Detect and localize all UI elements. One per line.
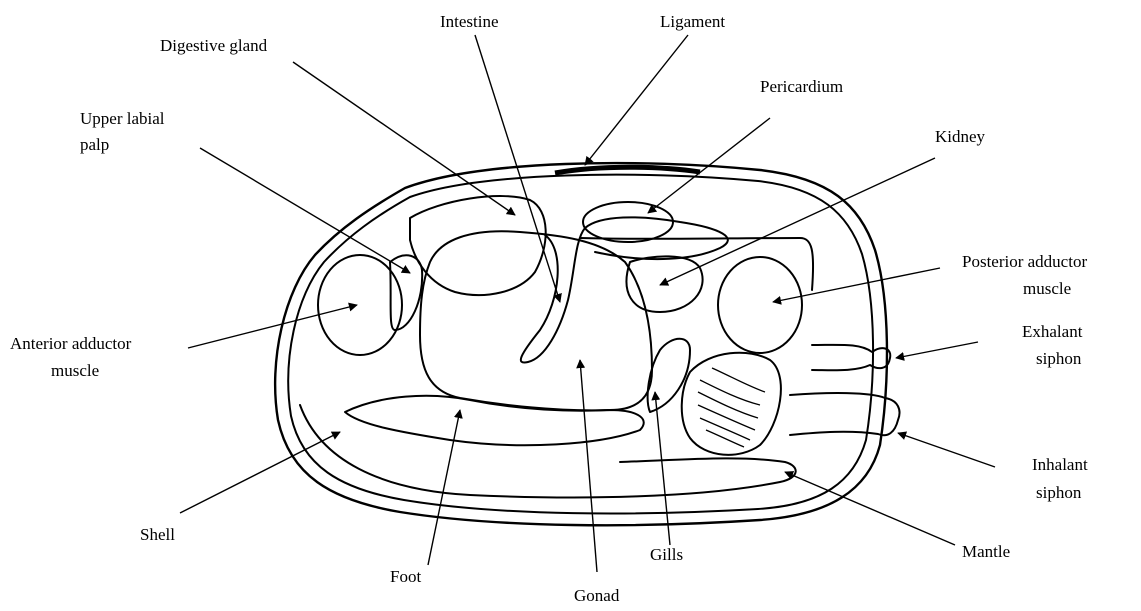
label-pericardium: Pericardium <box>760 77 843 96</box>
label-posterior-adductor-line2: muscle <box>1023 279 1071 298</box>
exhalant-siphon-shape <box>812 345 890 370</box>
label-intestine: Intestine <box>440 12 499 31</box>
label-anterior-adductor-line2: muscle <box>51 361 99 380</box>
ligament-band <box>555 167 700 173</box>
label-inhalant-line2: siphon <box>1036 483 1082 502</box>
upper-labial-palp-shape <box>390 255 422 330</box>
label-digestive-gland: Digestive gland <box>160 36 268 55</box>
label-foot: Foot <box>390 567 421 586</box>
label-ligament: Ligament <box>660 12 725 31</box>
label-exhalant-line2: siphon <box>1036 349 1082 368</box>
label-gills: Gills <box>650 545 683 564</box>
label-upper-labial-line1: Upper labial <box>80 109 165 128</box>
gills-fan <box>682 353 781 455</box>
visceral-mass <box>420 231 652 410</box>
gill-lamellae <box>698 368 765 447</box>
label-posterior-adductor-line1: Posterior adductor <box>962 252 1087 271</box>
label-exhalant-line1: Exhalant <box>1022 322 1083 341</box>
label-upper-labial-line2: palp <box>80 135 109 154</box>
posterior-adductor-shape <box>718 257 802 353</box>
label-gonad: Gonad <box>574 586 620 605</box>
label-inhalant-line1: Inhalant <box>1032 455 1088 474</box>
mantle-line <box>300 405 796 497</box>
label-mantle: Mantle <box>962 542 1010 561</box>
label-anterior-adductor-line1: Anterior adductor <box>10 334 132 353</box>
gills-hatched <box>648 339 690 412</box>
digestive-gland <box>410 196 546 295</box>
label-shell: Shell <box>140 525 175 544</box>
label-kidney: Kidney <box>935 127 986 146</box>
